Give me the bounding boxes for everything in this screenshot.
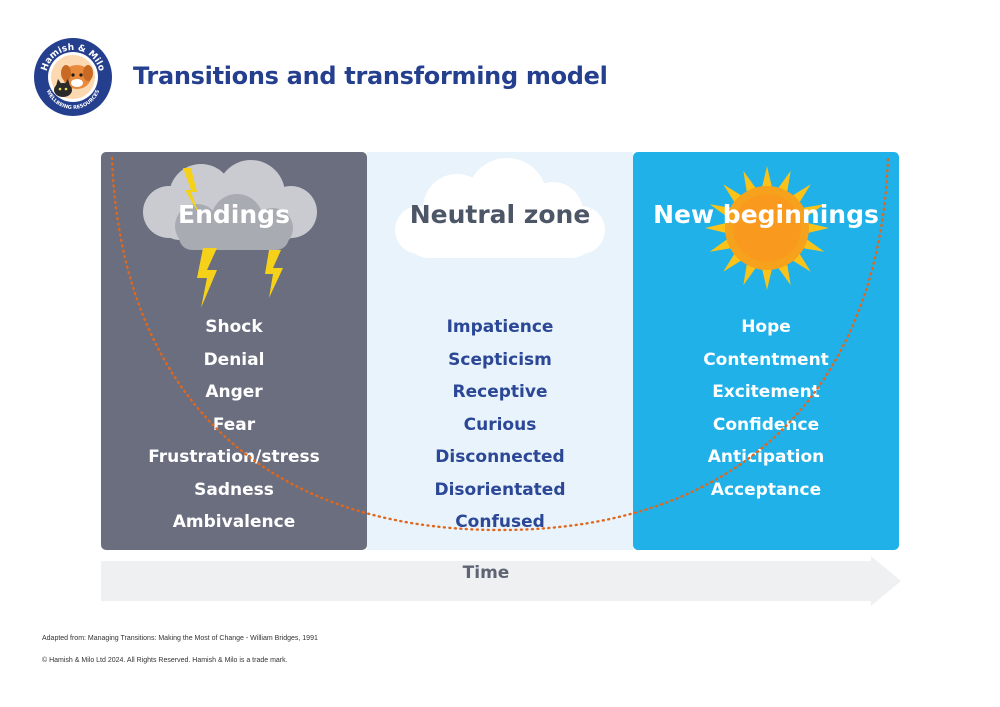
emotion-item: Impatience: [446, 317, 554, 337]
emotion-item: Excitement: [712, 382, 820, 402]
dog-icon: [61, 65, 93, 89]
arrow-right-icon: [101, 556, 901, 606]
hamish-milo-logo: Hamish & Milo WELLBEING RESOURCES: [34, 38, 112, 116]
lightning-bolt-icon: [265, 250, 283, 298]
emotion-list: Hope Contentment Excitement Confidence A…: [633, 311, 899, 506]
column-endings: Endings Shock Denial Anger Fear Frustrat…: [101, 152, 367, 550]
column-neutral-zone: Neutral zone Impatience Scepticism Recep…: [367, 152, 633, 550]
emotion-item: Confused: [455, 512, 545, 532]
storm-cloud-icon: [143, 160, 317, 308]
column-new-beginnings: New beginnings Hope Contentment Exciteme…: [633, 152, 899, 550]
time-label: Time: [462, 563, 510, 583]
emotion-item: Anticipation: [707, 447, 825, 467]
emotion-item: Contentment: [703, 349, 829, 370]
emotion-item: Frustration/stress: [148, 447, 320, 467]
column-heading: New beginnings: [653, 200, 879, 229]
emotion-list: Shock Denial Anger Fear Frustration/stre…: [101, 311, 367, 539]
emotion-item: Denial: [203, 349, 265, 370]
emotion-item: Receptive: [452, 382, 548, 402]
lightning-bolt-icon: [197, 248, 217, 308]
column-heading: Endings: [178, 200, 290, 229]
column-heading: Neutral zone: [409, 200, 591, 229]
emotion-list: Impatience Scepticism Receptive Curious …: [367, 311, 633, 539]
emotion-item: Hope: [741, 317, 791, 337]
emotion-item: Scepticism: [448, 349, 552, 370]
page-title: Transitions and transforming model: [133, 62, 608, 90]
sun-icon: [705, 166, 829, 290]
cat-icon: [54, 79, 72, 97]
emotion-item: Confidence: [712, 414, 820, 435]
emotion-item: Disconnected: [435, 447, 565, 467]
emotion-item: Shock: [205, 317, 263, 337]
copyright-note: © Hamish & Milo Ltd 2024. All Rights Res…: [42, 657, 288, 664]
emotion-item: Ambivalence: [172, 512, 296, 532]
emotion-item: Acceptance: [710, 479, 822, 500]
emotion-item: Anger: [205, 382, 263, 402]
emotion-item: Sadness: [194, 479, 274, 500]
emotion-item: Fear: [212, 414, 256, 435]
emotion-item: Curious: [463, 414, 537, 435]
emotion-item: Disorientated: [434, 479, 566, 500]
source-note: Adapted from: Managing Transitions: Maki…: [42, 635, 318, 642]
